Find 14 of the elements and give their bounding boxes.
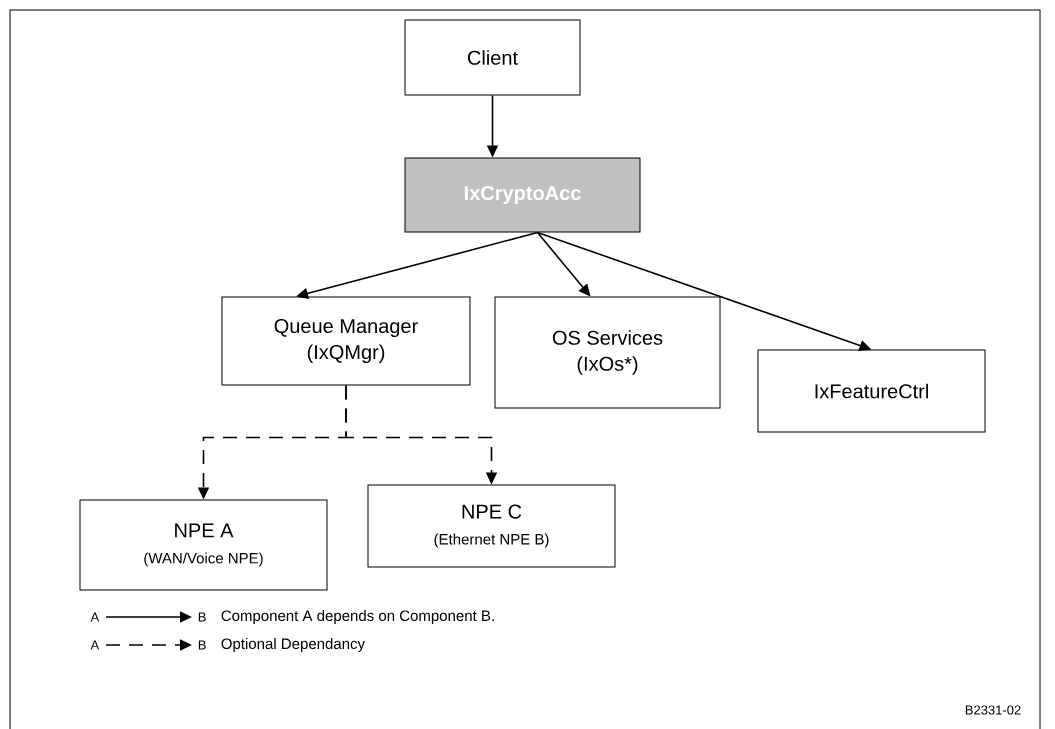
component-box: NPE C (Ethernet NPE B) <box>367 484 616 568</box>
component-box: OS Services (IxOs*) <box>494 296 721 409</box>
legend-letter: A <box>90 640 100 650</box>
component-box: IxCryptoAcc <box>404 157 641 233</box>
component-box: Queue Manager (IxQMgr) <box>221 296 471 386</box>
legend-letter: B <box>198 640 206 650</box>
legend-text: Component A depends on Component B. <box>221 610 494 624</box>
component-box: NPE A (WAN/Voice NPE) <box>79 499 328 591</box>
legend-letter: B <box>198 612 206 622</box>
component-box: Client <box>404 19 581 96</box>
legend-letter: A <box>90 612 100 622</box>
figure-number: B2331-02 <box>965 705 1021 715</box>
legend-text: Optional Dependancy <box>221 638 365 652</box>
component-box: IxFeatureCtrl <box>757 349 986 433</box>
